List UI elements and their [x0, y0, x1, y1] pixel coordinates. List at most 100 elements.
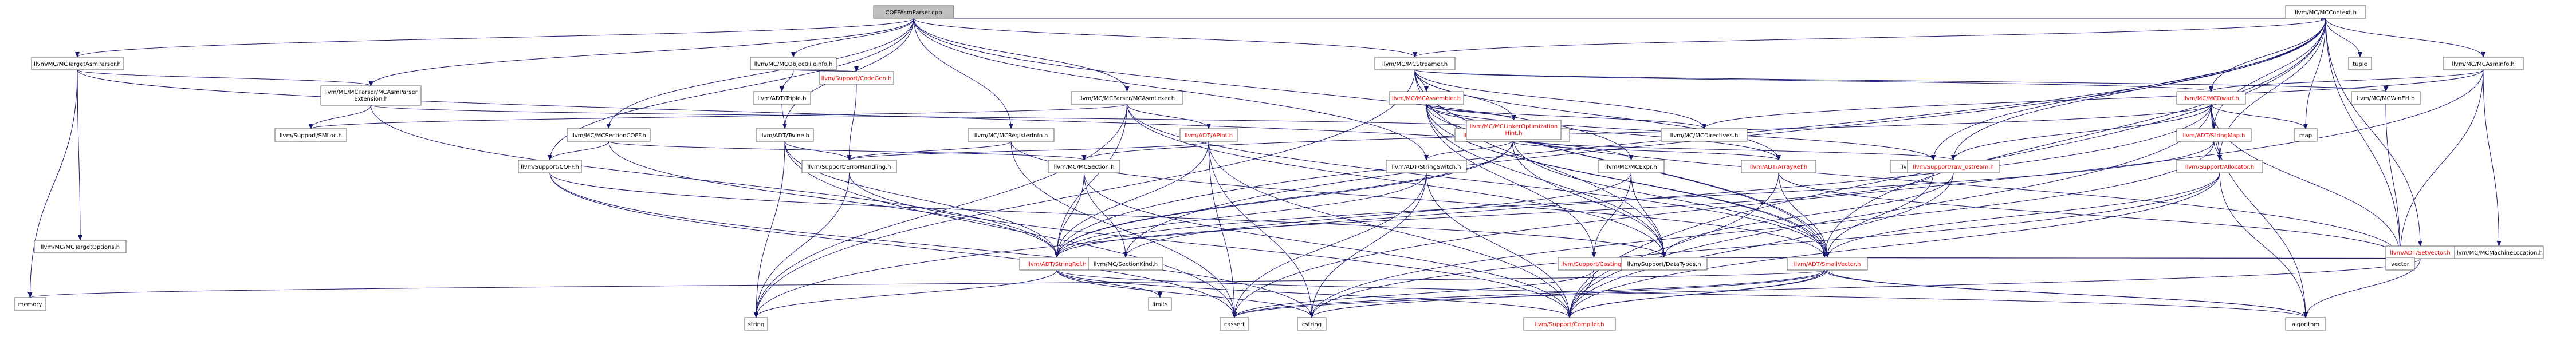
node-mcwinceh[interactable]: llvm/MC/MCWinEH.h [2351, 91, 2421, 105]
node-box [1048, 160, 1120, 173]
node-label: tuple [2353, 61, 2367, 68]
node-mcasminfo[interactable]: llvm/MC/MCAsmInfo.h [2443, 57, 2524, 70]
node-vector[interactable]: vector [2385, 257, 2415, 271]
node-mcsectioncoff[interactable]: llvm/MC/MCSectionCOFF.h [567, 128, 651, 142]
node-adtaphint[interactable]: llvm/ADT/APInt.h [1179, 128, 1238, 142]
node-adttriple[interactable]: llvm/ADT/Triple.h [753, 91, 811, 105]
edge-mcexpr-to-casting [1591, 172, 1631, 258]
node-mcobjectfileinfo[interactable]: llvm/MC/MCObjectFileInfo.h [750, 57, 837, 70]
node-arrayref[interactable]: llvm/ADT/ArrayRef.h [1741, 160, 1816, 173]
edge-errorhandling-to-compiler [849, 172, 1572, 318]
edge-mcexpr-to-datatypes [1631, 172, 1666, 258]
edge-adttwine-to-stringref [784, 141, 1059, 258]
node-label: llvm/ADT/StringRef.h [1027, 261, 1086, 268]
node-label: Extension.h [354, 96, 388, 102]
node-tuple[interactable]: tuple [2348, 57, 2372, 70]
node-box [2385, 257, 2415, 271]
node-box [518, 160, 582, 173]
edge-mcsectioncoff-to-stringref [608, 141, 1059, 258]
node-mccontext[interactable]: llvm/MC/MCContext.h [2285, 5, 2366, 19]
node-cassert[interactable]: cassert [1220, 317, 1249, 331]
node-setvector[interactable]: llvm/ADT/SetVector.h [2385, 245, 2455, 259]
node-label: string [748, 322, 765, 328]
node-label: cstring [1302, 322, 1322, 328]
edge-densemap-to-cassert [1232, 269, 1825, 318]
node-label: llvm/ADT/SmallVector.h [1794, 261, 1861, 268]
node-smloc[interactable]: llvm/Support/SMLoc.h [274, 128, 347, 142]
edge-mccontext-to-vector [2325, 18, 2402, 258]
node-codegen[interactable]: llvm/Support/CodeGen.h [819, 71, 894, 85]
node-supportcoff[interactable]: llvm/Support/COFF.h [518, 160, 582, 173]
node-memory[interactable]: memory [14, 297, 46, 311]
node-label: llvm/Support/CodeGen.h [821, 76, 892, 82]
node-label: llvm/MC/MCParser/MCAsmParser [324, 89, 418, 96]
edge-mcasmparserext-to-stringref [371, 105, 1059, 258]
node-mcdirectives[interactable]: llvm/MC/MCDirectives.h [1661, 128, 1748, 142]
node-allocator[interactable]: llvm/Support/Allocator.h [2176, 160, 2263, 173]
node-box [1907, 160, 2000, 173]
node-box [1741, 160, 1816, 173]
node-box [819, 71, 894, 85]
edge-mcasmparser-to-arrayref [1512, 141, 1781, 161]
node-limits[interactable]: limits [1148, 297, 1172, 311]
node-mcsection[interactable]: llvm/MC/MCSection.h [1048, 160, 1120, 173]
edge-adtaphint-to-compiler [1208, 141, 1572, 318]
node-root[interactable]: COFFAsmParser.cpp [873, 5, 954, 19]
node-mcstreamer[interactable]: llvm/MC/MCStreamer.h [1374, 57, 1456, 70]
node-mcregisterinfo[interactable]: llvm/MC/MCRegisterInfo.h [968, 128, 1055, 142]
node-stringref[interactable]: llvm/ADT/StringRef.h [1019, 257, 1095, 271]
edge-allocator-to-smallvector [1825, 172, 2220, 258]
node-mcasmlexer[interactable]: llvm/MC/MCParser/MCAsmLexer.h [1071, 91, 1183, 105]
node-label: llvm/MC/MCTargetAsmParser.h [34, 61, 121, 68]
node-rawostream[interactable]: llvm/Support/raw_ostream.h [1907, 160, 2000, 173]
node-stringmap[interactable]: llvm/ADT/StringMap.h [2176, 128, 2252, 142]
node-label: llvm/ADT/APInt.h [1185, 133, 1233, 139]
edge-mcassembler-to-mclinkeropt [1426, 104, 1516, 121]
node-label: llvm/ADT/SetVector.h [2390, 250, 2451, 256]
edge-mcdwarf-to-algorithm [2211, 104, 2308, 318]
node-compiler[interactable]: llvm/Support/Compiler.h [1523, 317, 1616, 331]
node-mctargetoptions[interactable]: llvm/MC/MCTargetOptions.h [34, 240, 127, 253]
edge-mcasmparser-to-stringref [1055, 141, 1513, 258]
edge-root-to-mcstreamer [913, 18, 1417, 58]
node-adttwine[interactable]: llvm/ADT/Twine.h [756, 128, 814, 142]
node-label: llvm/MC/MCSection.h [1054, 164, 1115, 171]
node-cstring[interactable]: cstring [1297, 317, 1327, 331]
edge-setvector-to-cassert [1232, 258, 2421, 318]
edge-mcdwarf-to-map [2211, 104, 2308, 129]
edge-adtaphint-to-cassert [1208, 141, 1237, 318]
node-string[interactable]: string [744, 317, 768, 331]
node-box [2294, 128, 2318, 142]
node-mctargetasmparser[interactable]: llvm/MC/MCTargetAsmParser.h [31, 57, 124, 70]
edge-mccontext-to-mcasminfo [2325, 18, 2485, 58]
node-smallvector[interactable]: llvm/ADT/SmallVector.h [1787, 257, 1868, 271]
edge-stringmap-to-cstring [1309, 141, 2215, 318]
node-algorithm[interactable]: algorithm [2285, 317, 2326, 331]
node-box [1071, 91, 1183, 105]
node-label: llvm/ADT/Triple.h [758, 96, 807, 102]
edge-mcasminfo-to-vector [2398, 69, 2484, 258]
node-datatypes[interactable]: llvm/Support/DataTypes.h [1621, 257, 1708, 271]
node-label: llvm/Support/ErrorHandling.h [808, 164, 891, 171]
node-casting[interactable]: llvm/Support/Casting.h [1558, 257, 1630, 271]
node-mcassembler[interactable]: llvm/MC/MCAssembler.h [1389, 91, 1464, 105]
edge-stringmap-to-stringref [1055, 141, 2215, 258]
node-mcsectionkind[interactable]: llvm/MC/SectionKind.h [1088, 257, 1163, 271]
edge-mcasminfo-to-cassert [1232, 69, 2484, 318]
node-label: llvm/MC/MCDirectives.h [1670, 133, 1739, 139]
node-stringswitch[interactable]: llvm/ADT/StringSwitch.h [1386, 160, 1467, 173]
node-mcmachineloc[interactable]: llvm/MC/MCMachineLocation.h [2454, 245, 2544, 259]
node-mcexpr[interactable]: llvm/MC/MCExpr.h [1598, 160, 1665, 173]
edge-adtaphint-to-errorhandling [847, 141, 1209, 161]
edge-stringswitch-to-stringref [1055, 172, 1427, 258]
node-mcdwarf[interactable]: llvm/MC/MCDwarf.h [2176, 91, 2246, 105]
edge-mccontext-to-rawostream [1951, 18, 2326, 161]
edge-root-to-mctargetasmparser [75, 18, 914, 58]
node-box [2176, 91, 2246, 105]
node-map[interactable]: map [2294, 128, 2318, 142]
node-errorhandling[interactable]: llvm/Support/ErrorHandling.h [801, 160, 897, 173]
edge-mcasminfo-to-mcdirectives [1702, 69, 2484, 129]
edge-mccontext-to-mcstreamer [1413, 18, 2326, 58]
